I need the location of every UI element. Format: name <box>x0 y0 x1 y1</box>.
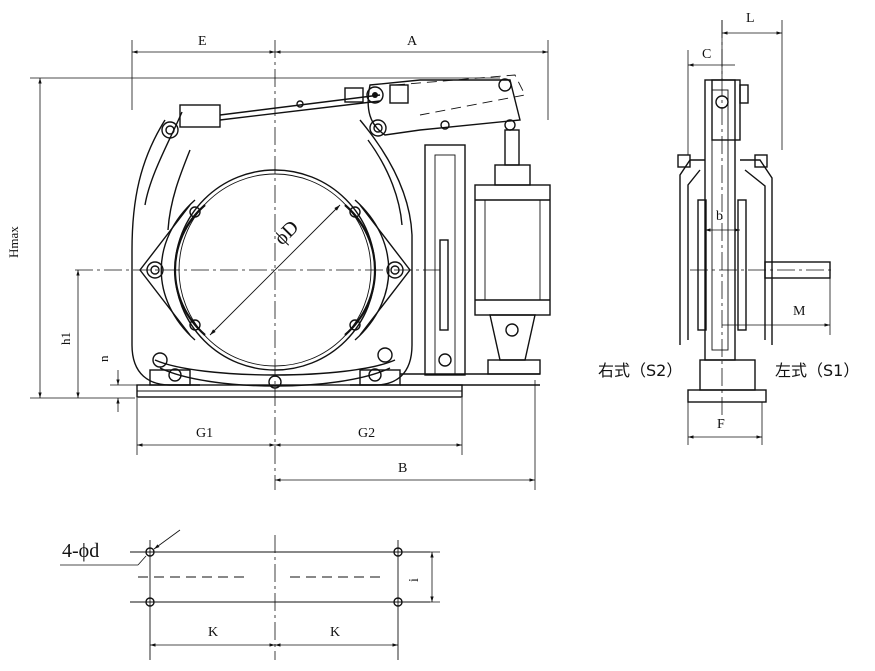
dim-K-right: K <box>330 625 340 640</box>
dim-Hmax: Hmax <box>6 226 21 258</box>
mounting-hole <box>145 547 155 557</box>
diameter-line <box>209 204 341 336</box>
hydraulic-thruster <box>474 184 551 316</box>
mounting-hole <box>145 597 155 607</box>
left-brake-shoe <box>174 204 206 336</box>
actuator-lever <box>367 79 521 136</box>
holes-label: 4-ϕd <box>62 540 99 562</box>
mounting-hole-view: 4-ϕd i K K <box>60 529 440 660</box>
guide-column <box>424 144 466 376</box>
front-view: ϕD <box>6 34 551 490</box>
caption-right-type: 右式（S2） <box>598 361 682 380</box>
dim-i: i <box>407 578 422 582</box>
spring-housing <box>179 104 221 128</box>
side-view: L C b M F 右式（S2） 左式（S1） <box>598 11 859 445</box>
dim-n: n <box>96 355 111 362</box>
dim-h1: h1 <box>58 332 73 345</box>
right-brake-shoe <box>344 204 376 336</box>
dim-C: C <box>702 47 711 62</box>
dim-L: L <box>746 11 755 26</box>
dim-G1: G1 <box>196 426 213 441</box>
dim-K-left: K <box>208 625 218 640</box>
dim-G2: G2 <box>358 426 375 441</box>
dim-A: A <box>407 34 418 49</box>
caption-left-type: 左式（S1） <box>775 361 859 380</box>
dim-F: F <box>717 417 725 432</box>
dim-B: B <box>398 461 407 476</box>
dim-b: b <box>716 209 723 224</box>
dim-E: E <box>198 34 207 49</box>
left-brake-arm <box>131 119 200 386</box>
right-brake-arm <box>350 119 413 386</box>
dim-M: M <box>793 304 806 319</box>
